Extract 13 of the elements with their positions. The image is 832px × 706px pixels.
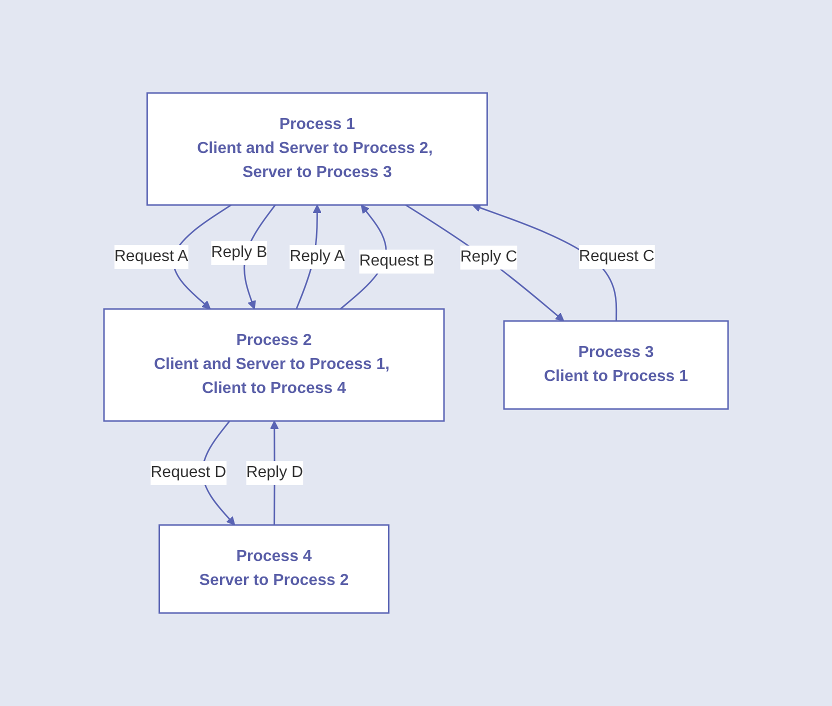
node-box: Process 3 Client to Process 1 (503, 320, 729, 410)
node-box: Process 2 Client and Server to Process 1, Client to Process 4 (103, 308, 445, 422)
edge-label: Request D (150, 464, 226, 481)
edge-label: Request A (114, 248, 188, 265)
node-box: Process 1 Client and Server to Process 2, Server to Process 3 (146, 92, 488, 206)
node-box: Process 4 Server to Process 2 (158, 524, 390, 614)
edge-label: Reply B (211, 244, 268, 262)
edge-label: Request B (359, 252, 434, 270)
edge-label: Reply A (290, 248, 345, 265)
edge-label: Reply D (246, 464, 304, 481)
edge-label: Reply C (460, 248, 518, 266)
edge-label: Request C (578, 248, 654, 265)
arrow (405, 204, 564, 322)
